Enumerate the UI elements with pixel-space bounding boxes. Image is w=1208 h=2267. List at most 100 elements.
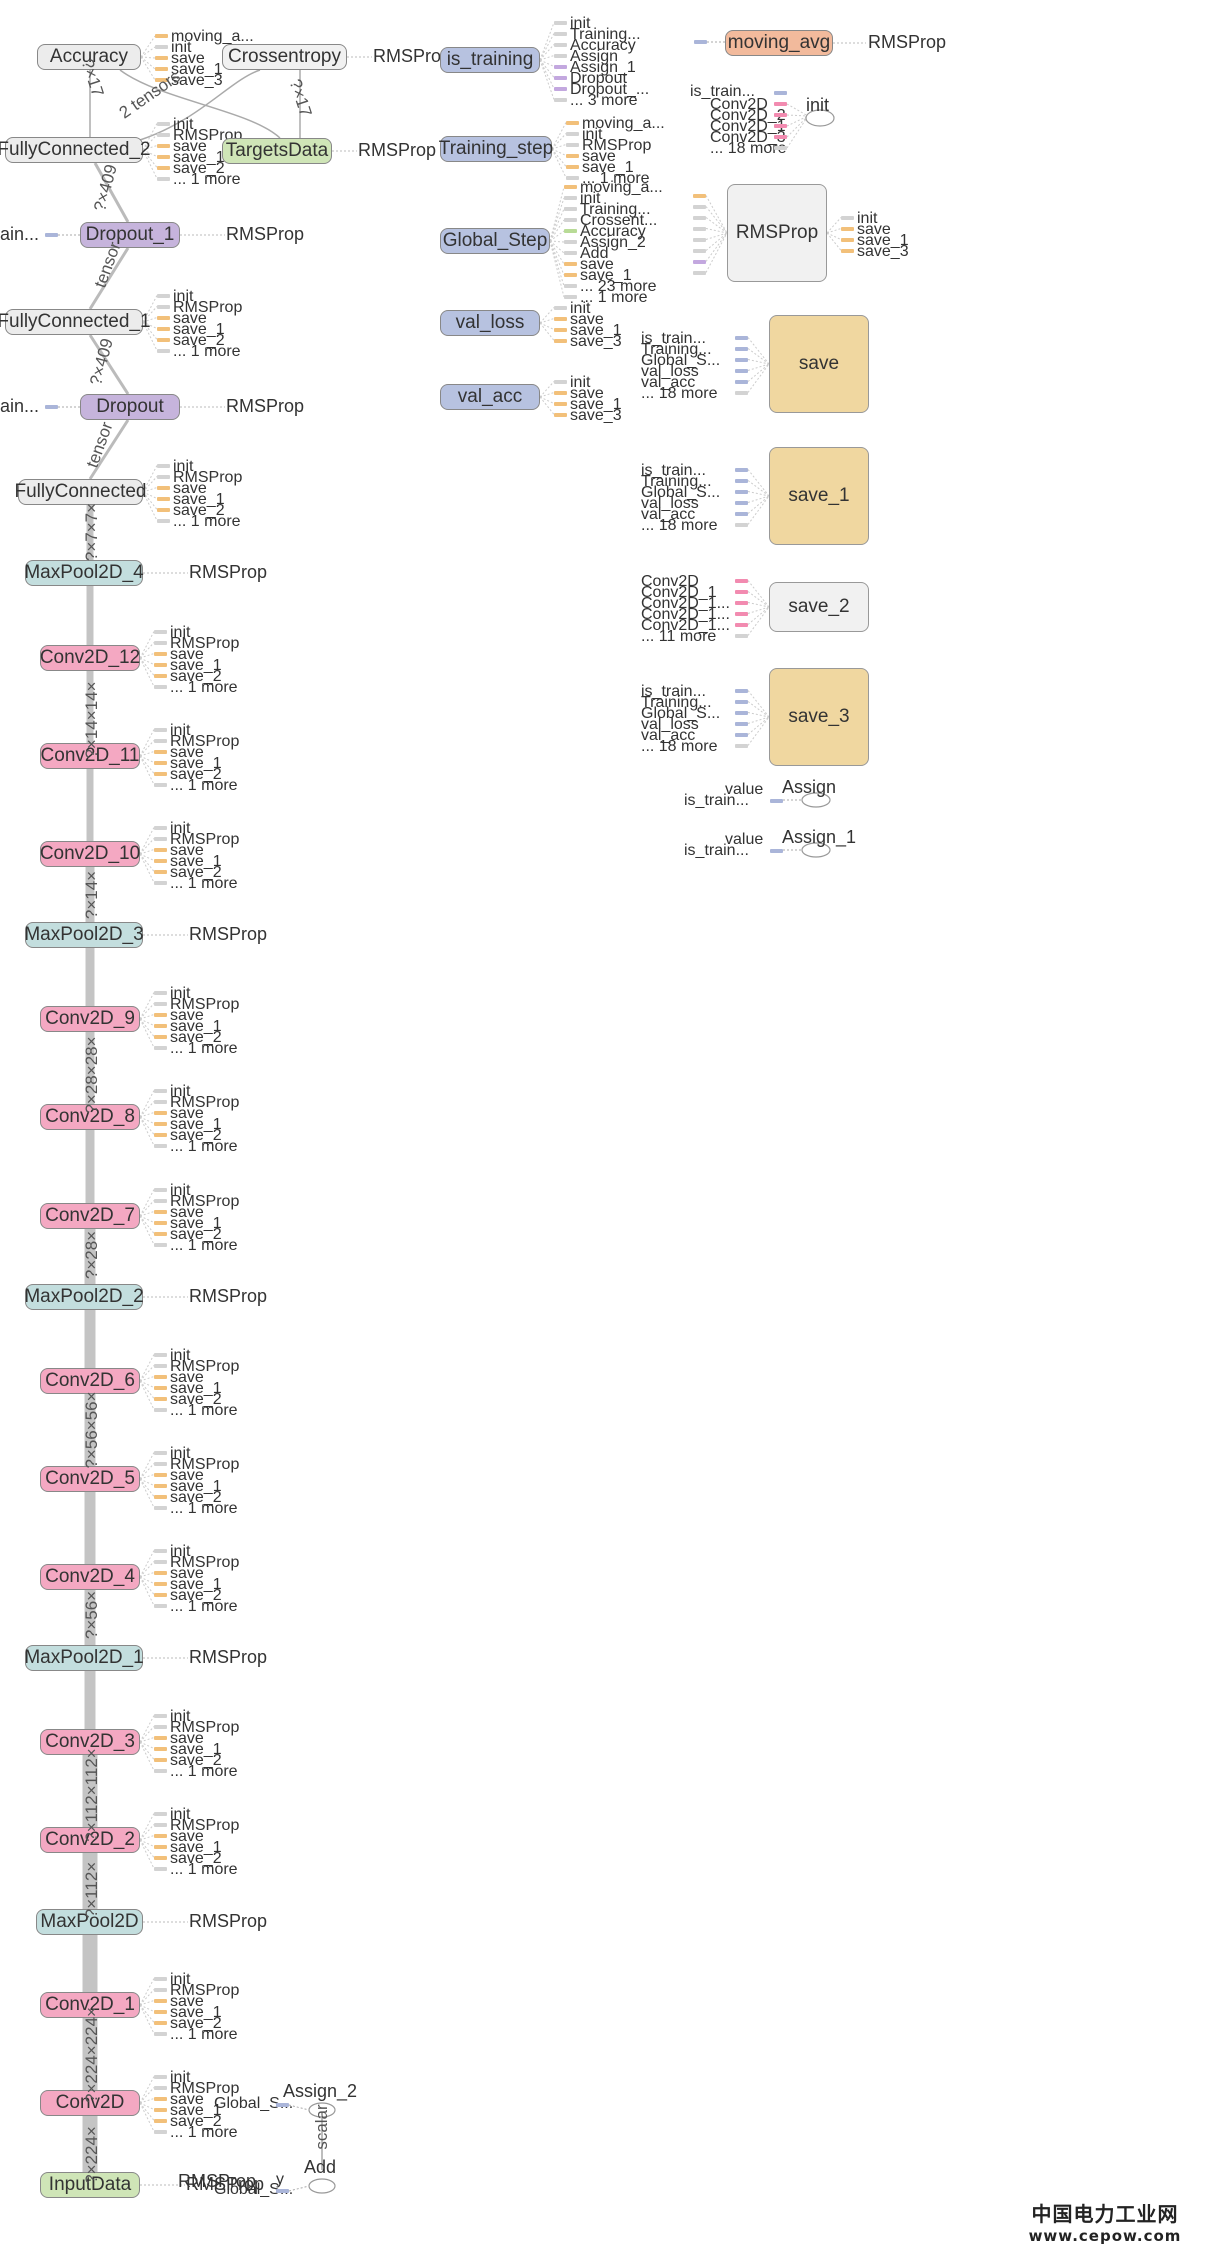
aux-conv2d-8-1: RMSProp [170, 1093, 240, 1111]
edge-aux-conv2d-6-2 [139, 1376, 155, 1382]
aux-conv2d-7-1: RMSProp [170, 1192, 240, 1210]
node-rmsprop[interactable]: RMSProp [727, 184, 827, 282]
node-save-2[interactable]: save_2 [769, 582, 869, 632]
edge-aux-conv2d-1-0 [139, 1978, 155, 2006]
node-save-3[interactable]: save_3 [769, 668, 869, 766]
node-training-step[interactable]: Training_step [439, 136, 553, 162]
edge-aux-is-training-1 [539, 33, 555, 61]
edge-aux-val-loss-2 [539, 322, 555, 330]
stub-conv2d-0 [154, 2074, 167, 2079]
stub-conv2d-7-4 [154, 1231, 167, 1236]
node-fullyconnected-1[interactable]: FullyConnected_1 [0, 309, 151, 335]
node-conv2d[interactable]: Conv2D [40, 2090, 140, 2116]
init-input-0: Conv2D [710, 96, 768, 113]
edge-in-save-2-0 [747, 580, 770, 608]
node-val-loss[interactable]: val_loss [440, 310, 540, 336]
node-is-training[interactable]: is_training [440, 47, 540, 73]
in-save-4: val_acc [641, 373, 696, 391]
stub-conv2d-5-2 [154, 1472, 167, 1477]
aux-val-loss-0: init [570, 299, 591, 317]
node-dropout-1[interactable]: Dropout_1 [80, 222, 180, 248]
node-save[interactable]: save [769, 315, 869, 413]
stub-accuracy-4 [155, 78, 168, 82]
node-conv2d-11[interactable]: Conv2D_11 [40, 743, 140, 769]
edge-aux-conv2d-6-3 [139, 1380, 155, 1388]
node-save-1[interactable]: save_1 [769, 447, 869, 545]
stub-is-training-6 [554, 86, 567, 91]
stub-conv2d-3-5 [154, 1768, 167, 1773]
edge-aux-conv2d-3-5 [139, 1741, 155, 1771]
node-conv2d-1[interactable]: Conv2D_1 [40, 1992, 140, 2018]
aux-conv2d-7-4: save_2 [170, 1225, 222, 1243]
edge-aux-global-step-7 [549, 240, 565, 265]
aux-is-training-0: init [570, 14, 591, 32]
stub-save-in-4 [735, 379, 748, 384]
node-dropout[interactable]: Dropout [80, 394, 180, 420]
rmsprop-ref-maxpool2d: RMSProp [189, 1911, 268, 1931]
training-ref-dropout: ain... [0, 396, 40, 416]
edge-out-rmsprop-1 [826, 228, 842, 234]
node-conv2d-4[interactable]: Conv2D_4 [40, 1564, 140, 1590]
node-moving-avg[interactable]: moving_avg [725, 30, 833, 56]
node-conv2d-10[interactable]: Conv2D_10 [40, 841, 140, 867]
edge-aux-conv2d-5 [139, 2102, 155, 2132]
edge-in-save-1-4 [747, 495, 770, 514]
aux-global-step-9: ... 23 more [580, 278, 657, 295]
node-conv2d-6[interactable]: Conv2D_6 [40, 1368, 140, 1394]
aux-conv2d-12-0: init [170, 623, 191, 641]
stub-conv2d-5-1 [154, 1461, 167, 1466]
node-maxpool2d[interactable]: MaxPool2D [36, 1909, 143, 1935]
in-save-1-5: ... 18 more [641, 516, 718, 534]
label-add: Add [304, 2157, 337, 2177]
edge-aux-fullyconnected-2-5 [142, 149, 158, 179]
stub-rmsprop-in-2 [693, 215, 706, 220]
edge-aux-conv2d-0 [139, 2076, 155, 2104]
aux-accuracy-1: init [171, 39, 192, 56]
stub-training-step-4 [566, 164, 579, 169]
edge-label-11: ?×28× [82, 1230, 101, 1280]
node-maxpool2d-3[interactable]: MaxPool2D_3 [24, 922, 144, 948]
aux-conv2d-11-1: RMSProp [170, 732, 240, 750]
edge-aux-conv2d-9-0 [139, 992, 155, 1020]
edge-aux-conv2d-7-5 [139, 1215, 155, 1245]
node-conv2d-3[interactable]: Conv2D_3 [40, 1729, 140, 1755]
node-global-step[interactable]: Global_Step [440, 228, 550, 254]
node-conv2d-9[interactable]: Conv2D_9 [40, 1006, 140, 1032]
training-ref-dropout-1: ain... [0, 224, 40, 244]
edge-aux-training-step-3 [551, 148, 567, 156]
stub-global-step-10 [564, 295, 577, 299]
aux-fullyconnected-1-2: save [173, 309, 207, 327]
stub-conv2d-11-2 [154, 749, 167, 754]
node-conv2d-2[interactable]: Conv2D_2 [40, 1827, 140, 1853]
aux-fullyconnected-1-4: save_2 [173, 331, 225, 349]
node-inputdata[interactable]: InputData [40, 2172, 140, 2198]
node-conv2d-12[interactable]: Conv2D_12 [40, 645, 140, 671]
node-crossentropy[interactable]: Crossentropy [222, 44, 347, 70]
edge-aux-val-loss-0 [539, 307, 555, 324]
node-fullyconnected[interactable]: FullyConnected [14, 479, 147, 505]
assign-value-1: value [725, 831, 764, 848]
aux-conv2d-5: ... 1 more [170, 2123, 238, 2141]
node-conv2d-5[interactable]: Conv2D_5 [40, 1466, 140, 1492]
aux-accuracy-0: moving_a... [171, 28, 254, 45]
node-fullyconnected-2[interactable]: FullyConnected_2 [0, 137, 151, 163]
node-maxpool2d-1[interactable]: MaxPool2D_1 [24, 1645, 144, 1671]
assign-value-0: value [725, 781, 764, 798]
node-accuracy[interactable]: Accuracy [37, 44, 141, 70]
node-conv2d-7[interactable]: Conv2D_7 [40, 1203, 140, 1229]
stub-conv2d-12-0 [154, 629, 167, 634]
node-targetsdata[interactable]: TargetsData [222, 138, 332, 164]
node-conv2d-8[interactable]: Conv2D_8 [40, 1104, 140, 1130]
stub-conv2d-4-3 [154, 1581, 167, 1586]
node-maxpool2d-2[interactable]: MaxPool2D_2 [24, 1284, 144, 1310]
rmsprop-ref-maxpool2d-2: RMSProp [189, 1286, 268, 1306]
node-val-acc[interactable]: val_acc [440, 384, 540, 410]
edge-aux-fullyconnected-2 [142, 487, 158, 493]
aux-conv2d-6-2: save [170, 1368, 204, 1386]
label-assign: Assign [782, 777, 837, 797]
stub-fullyconnected-2-2 [157, 143, 170, 148]
node-maxpool2d-4[interactable]: MaxPool2D_4 [24, 560, 144, 586]
edge-in-save-4 [747, 363, 770, 382]
edge-rmsprop-in-4 [705, 232, 728, 240]
